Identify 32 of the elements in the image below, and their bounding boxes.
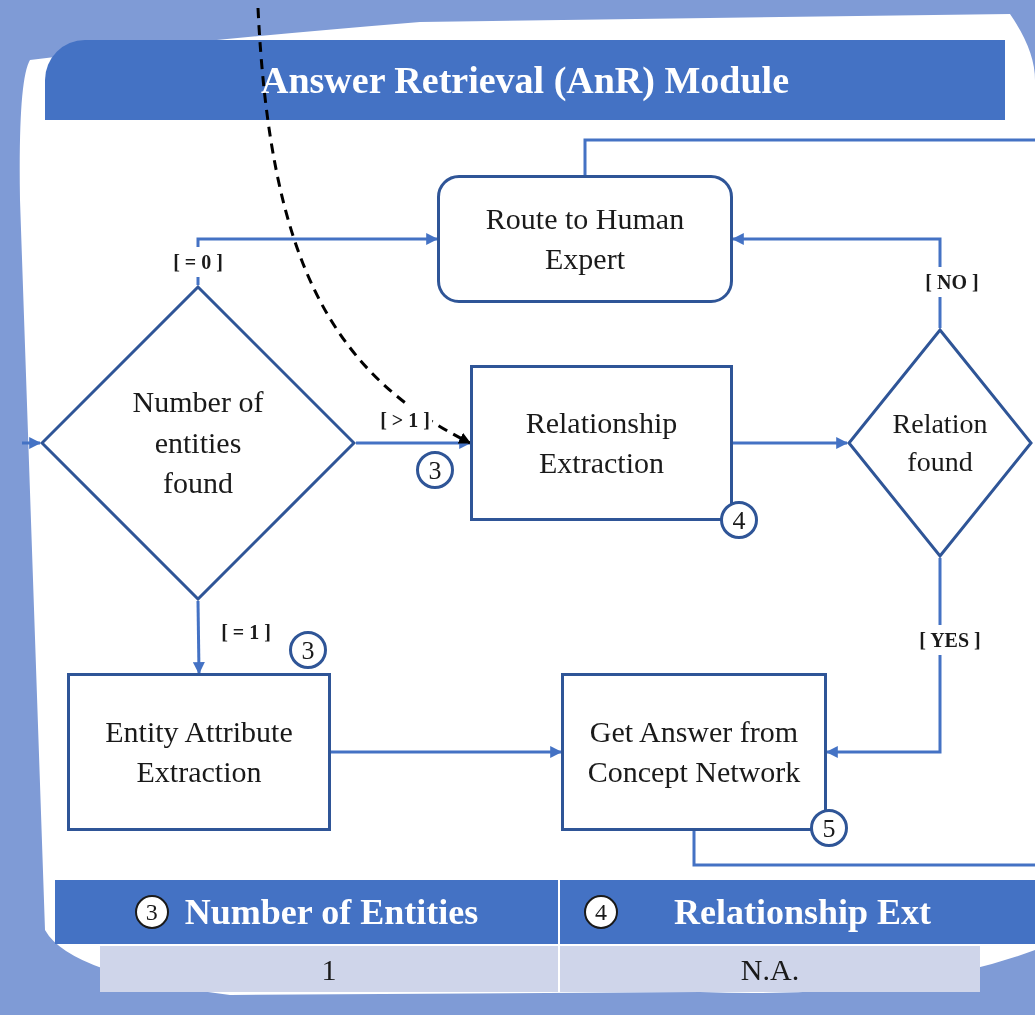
node-text: Entity Attribute Extraction (104, 713, 294, 790)
edge-label: [ = 0 ] (171, 247, 225, 277)
arrow (256, 7, 472, 445)
table-cell-text: 1 (321, 951, 337, 988)
process-box (67, 673, 331, 831)
arrow (192, 600, 205, 675)
connector-line (583, 138, 1035, 175)
edge-label: [ NO ] (923, 267, 981, 297)
column-header: Relationship Ext (674, 891, 932, 934)
node-text: Relation found (891, 407, 989, 479)
arrow (731, 233, 942, 328)
arrow (22, 437, 42, 449)
node-text: Get Answer from Concept Network (586, 713, 802, 790)
arrow (196, 233, 439, 285)
arrow (331, 746, 563, 758)
title-bar: Answer Retrieval (AnR) Module (45, 40, 1005, 120)
arrow (356, 437, 472, 449)
connector-line (692, 831, 1035, 867)
node-text: Route to Human Expert (484, 200, 686, 277)
edge-label: [ YES ] (917, 625, 983, 655)
arrow (825, 558, 942, 758)
process-box (470, 365, 733, 521)
node-text: Number of entities found (131, 384, 265, 502)
arrow (733, 437, 849, 449)
column-header: Number of Entities (184, 891, 479, 934)
callout-number: 3 (134, 895, 169, 929)
decision-diamond (40, 285, 356, 601)
callout-number: 4 (584, 895, 618, 929)
node-text: Relationship Extraction (524, 404, 679, 481)
decision-diamond (847, 328, 1033, 558)
table-cell-text: N.A. (740, 951, 800, 988)
process-box (437, 175, 733, 303)
